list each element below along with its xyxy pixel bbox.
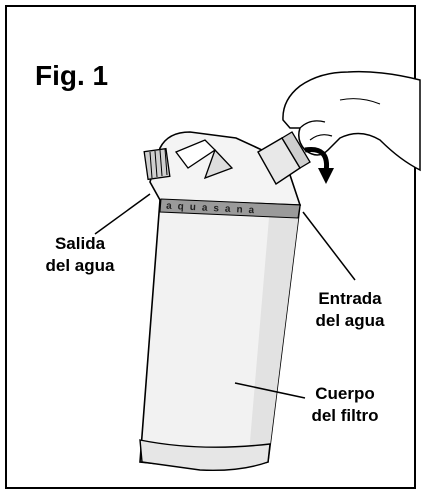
inlet-label-line1: Entrada: [318, 289, 382, 308]
body-label: Cuerpo del filtro: [290, 383, 400, 427]
inlet-label: Entrada del agua: [295, 288, 405, 332]
inlet-connector: [257, 131, 311, 186]
outlet-label: Salida del agua: [30, 233, 130, 277]
inlet-leader: [302, 211, 356, 281]
outlet-label-line2: del agua: [45, 256, 115, 275]
brand-band: [159, 198, 301, 219]
outlet-nozzle: [143, 147, 171, 181]
figure-title: Fig. 1: [35, 60, 109, 91]
handle-triangle: [203, 148, 234, 180]
body-label-line2: del filtro: [311, 406, 379, 425]
inlet-label-line2: del agua: [315, 311, 385, 330]
rotation-arrow: [304, 146, 330, 173]
bottom-cap: [139, 439, 271, 471]
outlet-leader: [94, 193, 151, 235]
body-leader: [234, 382, 306, 399]
outlet-label-line1: Salida: [54, 234, 106, 253]
body-label-line1: Cuerpo: [315, 384, 375, 403]
body-shade: [248, 205, 300, 465]
